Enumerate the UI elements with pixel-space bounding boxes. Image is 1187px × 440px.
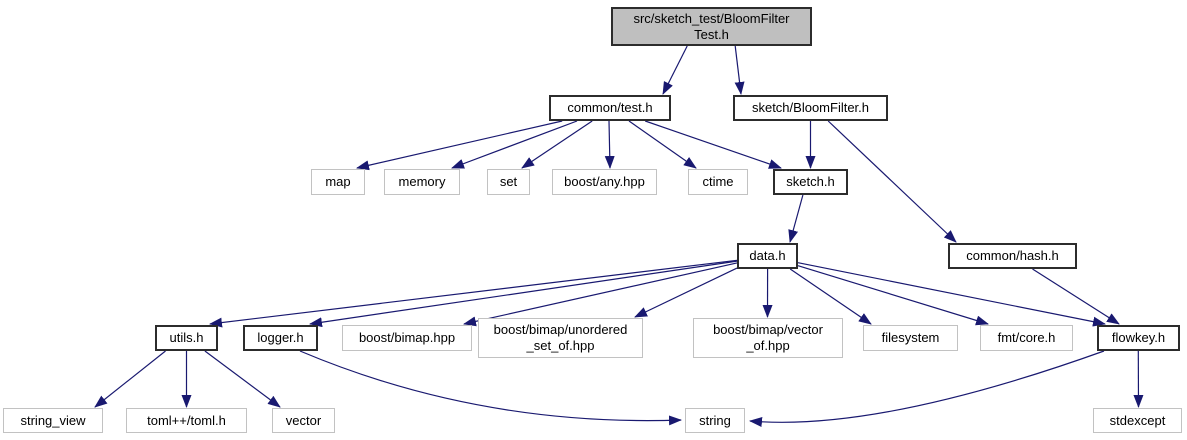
node-label: ctime	[702, 174, 734, 190]
node-label: stdexcept	[1109, 412, 1166, 428]
edge-common-hash-flowkey	[1032, 268, 1120, 325]
node-utils[interactable]: utils.h	[155, 325, 218, 351]
node-label: common/test.h	[567, 100, 653, 116]
node-label: logger.h	[257, 330, 304, 346]
node-sketch[interactable]: sketch.h	[773, 169, 848, 195]
node-label: common/hash.h	[966, 248, 1059, 264]
node-common-test[interactable]: common/test.h	[549, 95, 671, 121]
node-label: memory	[398, 174, 446, 190]
edge-sketch-data	[788, 194, 804, 243]
node-label: set	[499, 174, 518, 190]
edge-common-test-memory	[451, 120, 578, 169]
node-label: filesystem	[881, 330, 940, 346]
edge-data-logger	[309, 260, 738, 328]
node-set: set	[487, 169, 530, 195]
node-label: _of.hpp	[746, 338, 790, 353]
node-label: string_view	[20, 412, 86, 428]
node-map: map	[311, 169, 365, 195]
node-fmt-core: fmt/core.h	[980, 325, 1073, 351]
node-label: flowkey.h	[1111, 330, 1166, 346]
edge-data-boost-bimap	[463, 262, 738, 327]
node-vector: vector	[272, 408, 335, 433]
node-label: string	[699, 412, 731, 428]
node-string: string	[685, 408, 745, 433]
node-label: data.h	[749, 248, 786, 264]
node-memory: memory	[384, 169, 460, 195]
node-data[interactable]: data.h	[737, 243, 798, 269]
node-boost-any: boost/any.hpp	[552, 169, 657, 195]
node-label: src/sketch_test/BloomFilter	[633, 10, 790, 26]
edge-common-test-ctime	[628, 120, 697, 169]
node-label: Test.h	[694, 26, 729, 42]
edge-utils-vector	[204, 350, 281, 408]
node-toml: toml++/toml.h	[126, 408, 247, 433]
edge-data-filesystem	[789, 268, 872, 325]
node-stdexcept: stdexcept	[1093, 408, 1182, 433]
node-label: fmt/core.h	[997, 330, 1056, 346]
edge-root-bloomfilter	[734, 45, 745, 95]
node-label: _set_of.hpp	[526, 338, 595, 353]
node-label: boost/bimap/unordered	[493, 322, 628, 338]
node-label: vector	[285, 412, 322, 428]
node-label: boost/bimap.hpp	[358, 330, 456, 346]
edge-root-common-test	[662, 45, 688, 95]
node-ctime: ctime	[688, 169, 748, 195]
node-label: sketch/BloomFilter.h	[751, 100, 870, 116]
node-label: boost/any.hpp	[564, 174, 645, 190]
node-boost-bimap-uset: boost/bimap/unordered_set_of.hpp	[478, 318, 643, 358]
node-filesystem: filesystem	[863, 325, 958, 351]
edge-data-flowkey	[797, 262, 1106, 327]
node-label: boost/bimap/vector	[713, 322, 823, 338]
node-bloomfilter[interactable]: sketch/BloomFilter.h	[733, 95, 888, 121]
node-label: toml++/toml.h	[147, 412, 226, 428]
node-logger[interactable]: logger.h	[243, 325, 318, 351]
edge-data-boost-bimap-uset	[634, 267, 738, 318]
edge-flowkey-string	[749, 350, 1105, 428]
node-label: utils.h	[169, 330, 204, 346]
edge-logger-string	[299, 350, 682, 426]
edge-common-test-sketch	[645, 120, 782, 169]
edge-data-utils	[209, 259, 738, 328]
node-label: map	[325, 174, 351, 190]
edge-data-fmt-core	[797, 265, 989, 326]
node-boost-bimap: boost/bimap.hpp	[342, 325, 472, 351]
node-label: sketch.h	[786, 174, 835, 190]
node-flowkey[interactable]: flowkey.h	[1097, 325, 1180, 351]
edge-common-test-boost-any	[604, 120, 615, 169]
node-string-view: string_view	[3, 408, 103, 433]
edge-common-test-map	[356, 120, 563, 171]
edge-utils-string-view	[94, 350, 166, 408]
edge-common-test-set	[521, 120, 593, 169]
node-boost-bimap-vecof: boost/bimap/vector_of.hpp	[693, 318, 843, 358]
node-common-hash[interactable]: common/hash.h	[948, 243, 1077, 269]
edge-bloomfilter-common-hash	[827, 120, 957, 243]
